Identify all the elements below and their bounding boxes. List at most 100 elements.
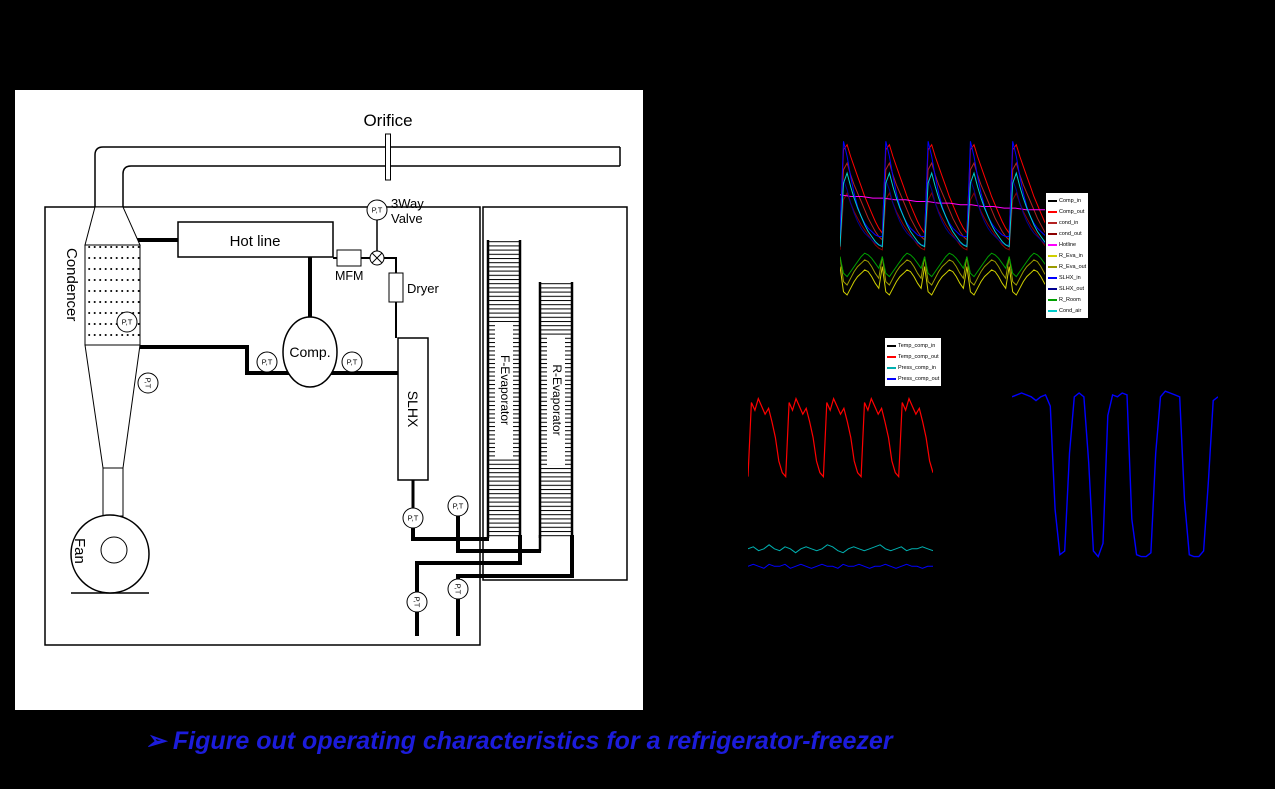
series-cond_in — [840, 161, 1048, 242]
sensor-pt-return-2: P,T — [447, 578, 469, 600]
legend-label: Comp_out — [1059, 208, 1085, 215]
legend-label: Temp_comp_in — [898, 342, 936, 349]
series-Press_comp_out — [748, 563, 933, 569]
svg-text:P,T: P,T — [454, 584, 463, 595]
legend-marker — [887, 344, 896, 347]
svg-text:P,T: P,T — [372, 206, 383, 215]
slhx-label: SLHX — [405, 391, 421, 428]
hot-line-label: Hot line — [230, 233, 281, 250]
series-Temp_comp_in — [748, 497, 933, 503]
series-Cond_air — [840, 171, 1048, 248]
chart-periodic-dips — [1012, 390, 1218, 558]
legend-label: SLHX_in — [1059, 274, 1081, 281]
schematic-panel: Orifice Condencer — [15, 90, 643, 710]
legend-label: cond_out — [1059, 230, 1082, 237]
caption-text: Figure out operating characteristics for… — [172, 727, 893, 755]
compressor-label: Comp. — [289, 344, 330, 360]
orifice-plate — [385, 133, 391, 181]
legend-entry: Press_comp_in — [887, 362, 939, 373]
legend-entry: Comp_in — [1048, 195, 1086, 206]
legend-label: R_Eva_in — [1059, 252, 1083, 259]
orifice-label: Orifice — [363, 111, 412, 130]
r-evaporator-label: R-Evaporator — [550, 364, 564, 435]
svg-text:P,T: P,T — [408, 514, 419, 523]
sensor-pt-comp-discharge: P,T — [341, 351, 363, 373]
sensor-pt-evap-in: P,T — [447, 495, 469, 517]
sensor-pt-comp-suction: P,T — [256, 351, 278, 373]
chart-compressor-temp-pressure — [748, 396, 933, 569]
three-way-label-1: 3Way — [391, 196, 424, 211]
legend-entry: cond_out — [1048, 228, 1086, 239]
dryer-label: Dryer — [407, 281, 439, 296]
series-R_Eva_in — [840, 266, 1048, 296]
air-duct — [94, 146, 621, 207]
compressor: Comp. — [282, 316, 338, 388]
sensor-pt-condenser-out: P,T — [116, 311, 138, 333]
cabinet — [482, 206, 628, 581]
series-Comp_in — [840, 265, 1048, 288]
series-Hotline — [840, 194, 1048, 211]
series-R_Room — [840, 252, 1048, 278]
legend-label: Comp_in — [1059, 197, 1082, 204]
system-schematic: Orifice Condencer — [44, 111, 628, 646]
caption-bullet-icon: ➢ — [145, 727, 166, 755]
svg-text:P,T: P,T — [413, 597, 422, 608]
legend-marker — [1048, 254, 1057, 257]
legend-entry: Temp_comp_out — [887, 351, 939, 362]
svg-text:P,T: P,T — [144, 378, 153, 389]
legend-entry: Cond_air — [1048, 305, 1086, 316]
legend-entry: Hotline — [1048, 239, 1086, 250]
legend-entry: SLHX_in — [1048, 272, 1086, 283]
legend-label: cond_in — [1059, 219, 1079, 226]
svg-text:P,T: P,T — [453, 502, 464, 511]
sensor-pt-return-1: P,T — [406, 591, 428, 613]
legend-label: SLHX_out — [1059, 285, 1085, 292]
series-Press_comp_in — [748, 544, 933, 554]
legend-marker — [1048, 309, 1057, 312]
legend-marker — [887, 355, 896, 358]
legend-label: Press_comp_out — [898, 375, 940, 382]
legend-marker — [1048, 199, 1057, 202]
series-R_Eva_out — [840, 256, 1048, 286]
legend-entry: Press_comp_out — [887, 373, 939, 384]
fan: Fan — [70, 514, 150, 594]
chart-cycling-temperatures — [840, 141, 1048, 296]
condenser-label: Condencer — [63, 248, 80, 321]
legend-entry: R_Eva_in — [1048, 250, 1086, 261]
legend-marker — [1048, 276, 1057, 279]
legend-entry: Comp_out — [1048, 206, 1086, 217]
dryer: Dryer — [388, 272, 439, 303]
legend-marker — [887, 366, 896, 369]
three-way-label-2: Valve — [391, 211, 423, 226]
test-chamber — [44, 206, 481, 646]
legend-marker — [1048, 265, 1057, 268]
svg-text:P,T: P,T — [262, 358, 273, 367]
legend-label: Cond_air — [1059, 307, 1082, 314]
legend-marker — [1048, 287, 1057, 290]
legend-entry: Temp_comp_in — [887, 340, 939, 351]
three-way-valve: 3Way Valve — [369, 196, 424, 266]
legend-entry: R_Eva_out — [1048, 261, 1086, 272]
r-evaporator: R-Evaporator — [538, 282, 574, 538]
f-evaporator-label: F-Evaporator — [498, 355, 512, 425]
slhx: SLHX — [397, 337, 429, 481]
series-line — [1012, 390, 1218, 558]
sensor-pt-slhx-out: P,T — [402, 507, 424, 529]
sensor-pt-three-way: P,T — [366, 199, 388, 221]
fan-label: Fan — [71, 538, 88, 564]
caption: ➢ Figure out operating characteristics f… — [145, 726, 893, 756]
legend-marker — [887, 377, 896, 380]
legend-marker — [1048, 243, 1057, 246]
mfm-label: MFM — [335, 269, 363, 283]
legend-marker — [1048, 221, 1057, 224]
legend-entry: cond_in — [1048, 217, 1086, 228]
mass-flow-meter: MFM — [335, 249, 363, 283]
legend-label: Temp_comp_out — [898, 353, 939, 360]
svg-text:P,T: P,T — [347, 358, 358, 367]
legend-entry: R_Room — [1048, 294, 1086, 305]
hot-line-box: Hot line — [177, 221, 334, 258]
condenser: Condencer — [63, 206, 141, 517]
legend-label: R_Eva_out — [1059, 263, 1087, 270]
